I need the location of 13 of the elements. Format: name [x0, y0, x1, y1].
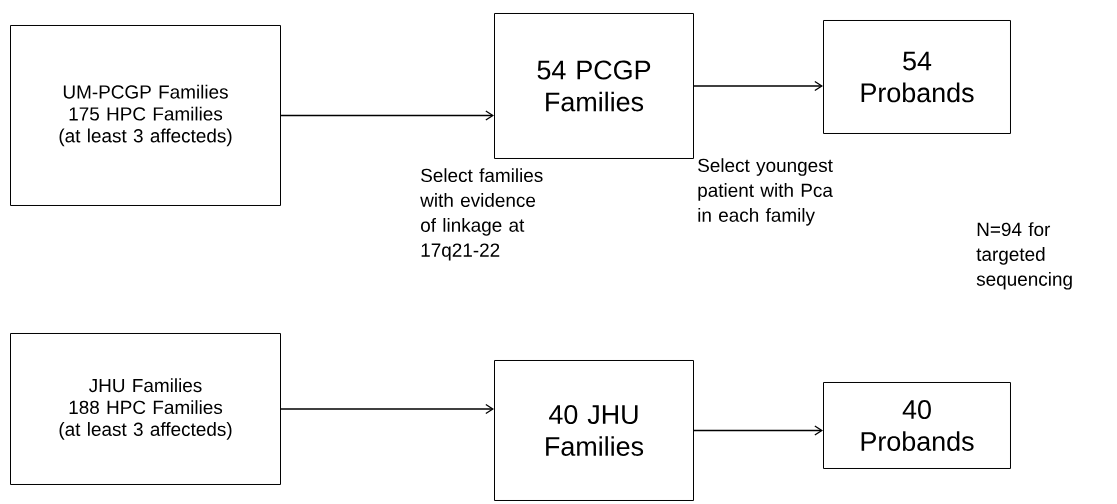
note-text: Select youngest patient with Pca in each family: [698, 158, 833, 226]
process-box: 54 PCGP Families: [494, 13, 694, 159]
arrow: [693, 80, 823, 92]
note-text: N=94 for targeted sequencing: [976, 222, 1072, 290]
process-box: UM-PCGP Families 175 HPC Families (at least 3 affecteds): [10, 25, 281, 206]
process-box: 40 JHU Families: [494, 360, 694, 501]
arrow: [693, 425, 823, 436]
arrow: [280, 110, 494, 121]
process-box: 40 Probands: [823, 382, 1011, 469]
arrow: [280, 403, 494, 415]
note-text: Select families with evidence of linkage at 17q21-22: [420, 168, 543, 261]
process-box: JHU Families 188 HPC Families (at least 3 affecteds): [10, 333, 281, 485]
process-box: 54 Probands: [823, 20, 1011, 134]
